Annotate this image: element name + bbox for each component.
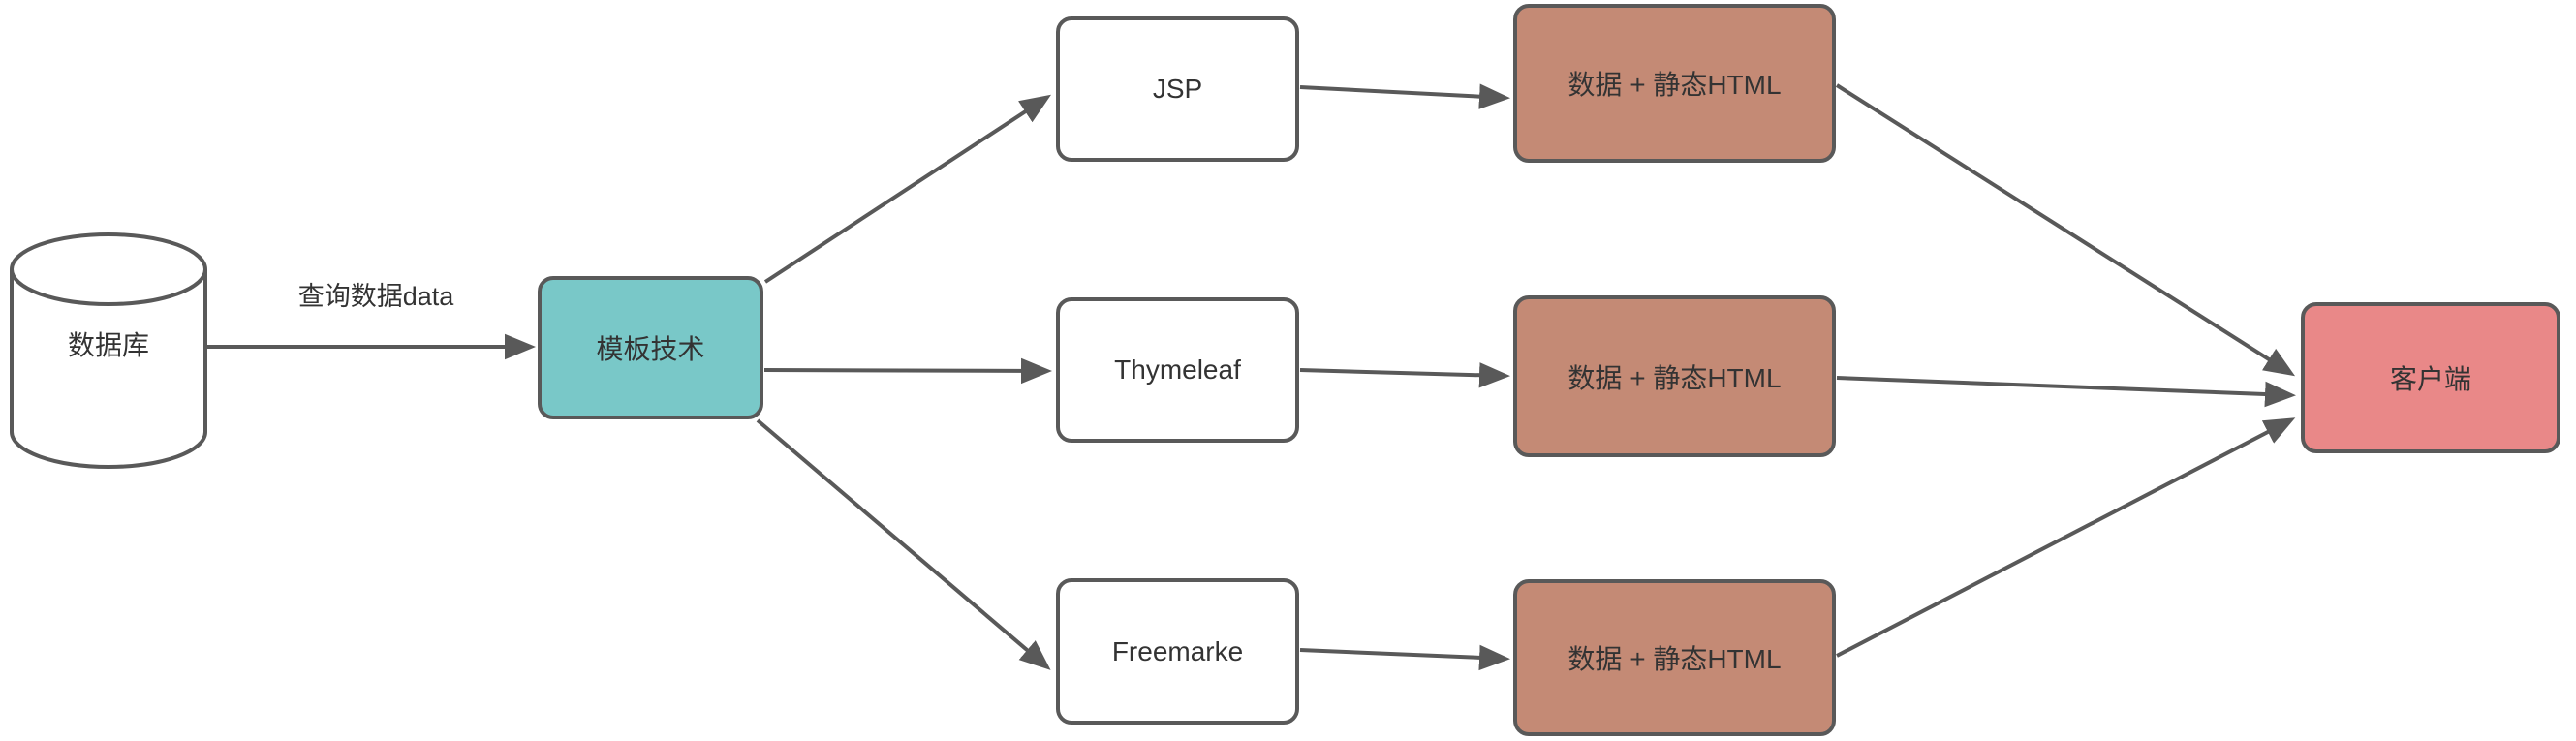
arrow-template-to-jsp: [763, 94, 1052, 284]
output-node-1: 数据 + 静态HTML: [1513, 4, 1836, 163]
arrow-freemarke-to-output-3: [1299, 644, 1510, 671]
output-node-3: 数据 + 静态HTML: [1513, 579, 1836, 736]
template-node-label: 模板技术: [596, 334, 705, 364]
engine-node-jsp: JSP: [1056, 16, 1299, 162]
client-node: 客户端: [2301, 302, 2560, 453]
output-node-1-label: 数据 + 静态HTML: [1567, 70, 1782, 100]
engine-node-jsp-label: JSP: [1152, 74, 1203, 104]
output-node-2: 数据 + 静态HTML: [1513, 295, 1836, 457]
output-node-3-label: 数据 + 静态HTML: [1567, 644, 1782, 674]
engine-node-thymeleaf-label: Thymeleaf: [1114, 355, 1241, 385]
client-node-label: 客户端: [2389, 364, 2471, 394]
database-node: 数据库: [10, 232, 207, 469]
database-label: 数据库: [67, 330, 149, 360]
arrow-template-to-thymeleaf: [763, 357, 1052, 385]
arrow-template-to-freemarke: [756, 418, 1051, 670]
database-cylinder-icon: [10, 232, 207, 469]
arrow-output-2-to-client: [1836, 376, 2296, 408]
arrow-thymeleaf-to-output-2: [1299, 362, 1510, 388]
template-node: 模板技术: [538, 276, 763, 419]
query-arrow-label: 查询数据data: [297, 282, 454, 311]
engine-node-freemarke-label: Freemarke: [1111, 635, 1244, 666]
arrow-jsp-to-output-1: [1299, 83, 1510, 109]
engine-node-freemarke: Freemarke: [1056, 578, 1299, 725]
engine-node-thymeleaf: Thymeleaf: [1056, 297, 1299, 443]
arrow-output-3-to-client: [1836, 417, 2296, 658]
arrow-output-1-to-client: [1835, 83, 2296, 377]
output-node-2-label: 数据 + 静态HTML: [1567, 362, 1782, 393]
